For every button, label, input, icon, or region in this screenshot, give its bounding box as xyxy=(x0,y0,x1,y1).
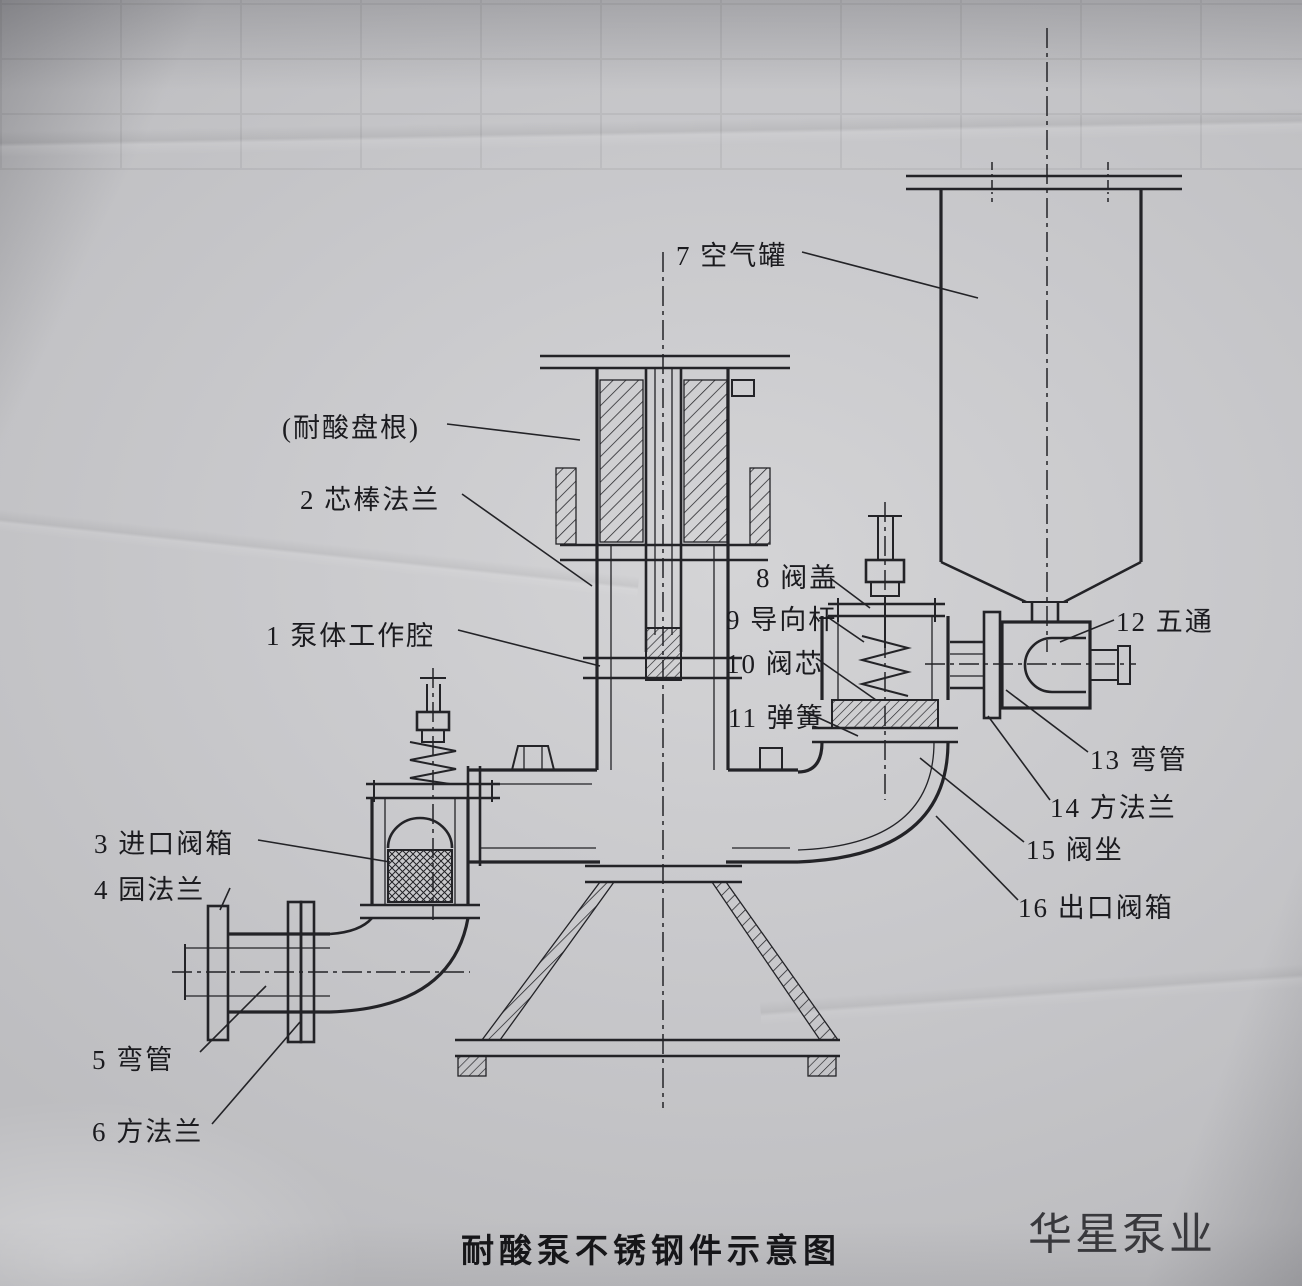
label-square-flange-14: 14 方法兰 xyxy=(1050,793,1177,823)
packing-left xyxy=(599,379,644,543)
inlet-assembly xyxy=(172,668,500,1044)
diagram-caption: 耐酸泵不锈钢件示意图 xyxy=(461,1234,841,1270)
plunger-column xyxy=(540,252,790,1108)
label-inlet-valve-box: 3 进口阀箱 xyxy=(94,829,235,859)
inlet-spring xyxy=(409,741,457,785)
packing-right xyxy=(683,379,728,543)
round-flange xyxy=(206,904,230,1042)
label-bend-pipe-13: 13 弯管 xyxy=(1090,745,1188,775)
label-spring: 11 弹簧 xyxy=(728,703,825,733)
air-tank xyxy=(906,28,1182,652)
inlet-valve-mesh xyxy=(387,849,453,903)
five-way-fitting xyxy=(925,610,1136,720)
label-valve-cover: 8 阀盖 xyxy=(756,563,839,593)
label-square-flange-6: 6 方法兰 xyxy=(92,1117,204,1147)
label-air-tank: 7 空气罐 xyxy=(676,241,788,271)
outlet-valve-assembly xyxy=(797,502,958,864)
label-core-rod-flange: 2 芯棒法兰 xyxy=(300,485,441,515)
label-acid-packing: (耐酸盘根) xyxy=(282,413,420,443)
outlet-spring xyxy=(858,635,912,697)
label-valve-seat: 15 阀坐 xyxy=(1026,835,1124,865)
funnel-base xyxy=(455,864,840,1077)
label-five-way: 12 五通 xyxy=(1116,607,1214,637)
valve-seat-section xyxy=(831,699,939,729)
label-guide-rod: 9 导向杆 xyxy=(726,605,838,635)
label-valve-core: 10 阀芯 xyxy=(726,649,824,679)
label-outlet-valve-box: 16 出口阀箱 xyxy=(1018,893,1174,923)
brand-watermark: 华星泵业 xyxy=(1028,1210,1216,1259)
pump-body xyxy=(466,745,798,866)
label-pump-working-chamber: 1 泵体工作腔 xyxy=(266,621,436,651)
leader-lines xyxy=(199,251,1115,1125)
label-round-flange: 4 园法兰 xyxy=(94,875,206,905)
label-bend-pipe-5: 5 弯管 xyxy=(92,1045,175,1075)
